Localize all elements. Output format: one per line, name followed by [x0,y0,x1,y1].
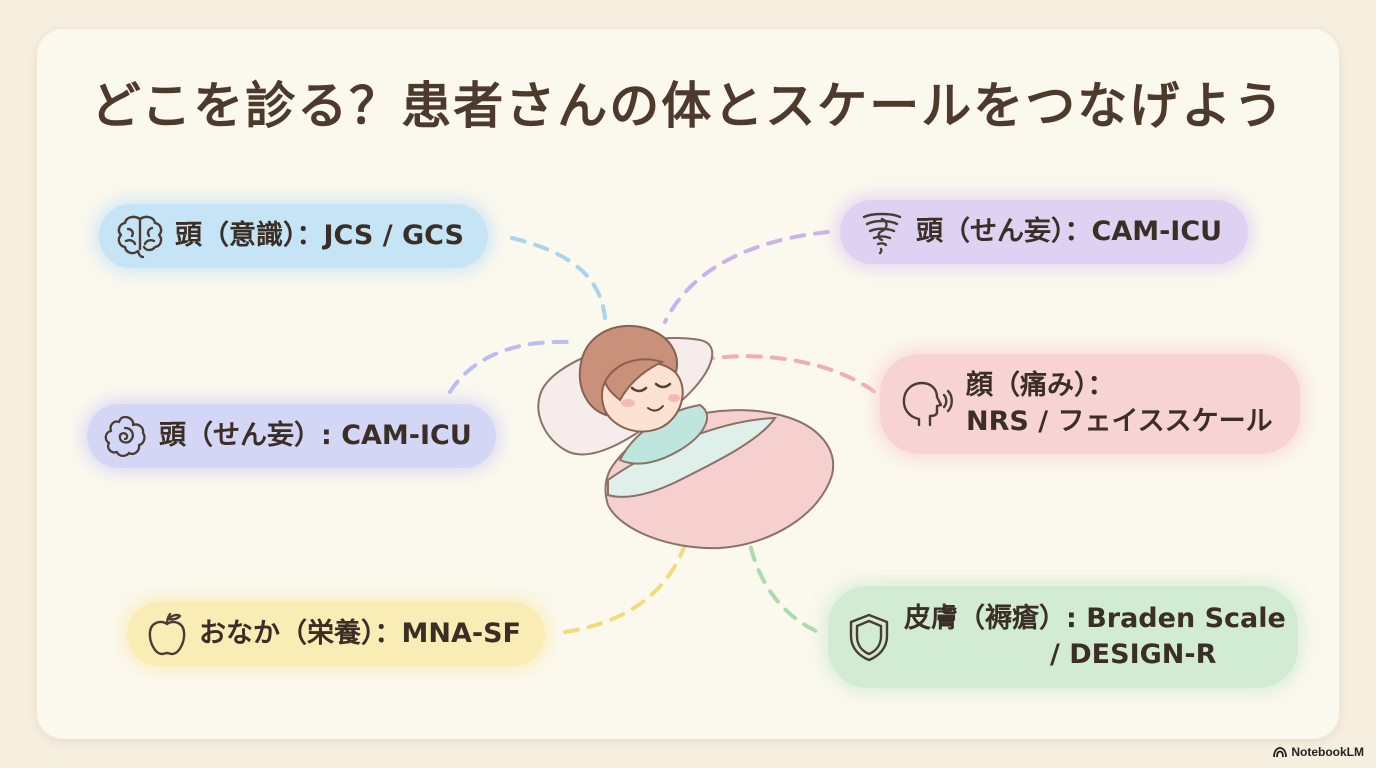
node-pain: 顔（痛み）： NRS / フェイススケール [880,354,1300,454]
node-consciousness: 頭（意識）：JCS / GCS [99,204,488,268]
notebooklm-logo-icon [1273,746,1288,757]
connector-delirium-left [448,339,570,394]
node-nutrition: おなか（栄養）：MNA-SF [127,602,545,666]
node-skin: 皮膚（褥瘡）: Braden Scale / DESIGN-R [828,586,1298,688]
apple-icon [141,609,193,659]
node-delirium-left-label: 頭（せん妄）: CAM-ICU [159,419,472,451]
spiral-tornado-icon [854,207,910,257]
node-nutrition-label: おなか（栄養）：MNA-SF [199,617,521,649]
node-pain-label-line2: NRS / フェイススケール [966,406,1273,437]
shield-icon [844,609,894,665]
spiral-flower-icon [99,411,151,461]
brain-icon [111,211,169,261]
node-delirium-top-label: 頭（せん妄）：CAM-ICU [916,215,1223,247]
patient-in-bed-illustration [537,324,835,550]
brand-watermark: NotebookLM [1273,745,1364,759]
connector-skin [743,498,820,634]
node-consciousness-label: 頭（意識）：JCS / GCS [175,219,464,251]
node-skin-label-line2: / DESIGN-R [1050,639,1217,670]
slide-title: どこを診る？患者さんの体とスケールをつなげよう [90,77,1286,135]
speaking-head-icon [896,376,956,432]
node-pain-label-line1: 顔（痛み）： [966,369,1115,401]
node-delirium-top: 頭（せん妄）：CAM-ICU [840,200,1249,264]
brand-label: NotebookLM [1291,745,1364,759]
node-skin-label-line1: 皮膚（褥瘡）: Braden Scale [904,602,1286,634]
node-delirium-left: 頭（せん妄）: CAM-ICU [87,404,496,468]
connector-delirium-top [663,230,830,324]
